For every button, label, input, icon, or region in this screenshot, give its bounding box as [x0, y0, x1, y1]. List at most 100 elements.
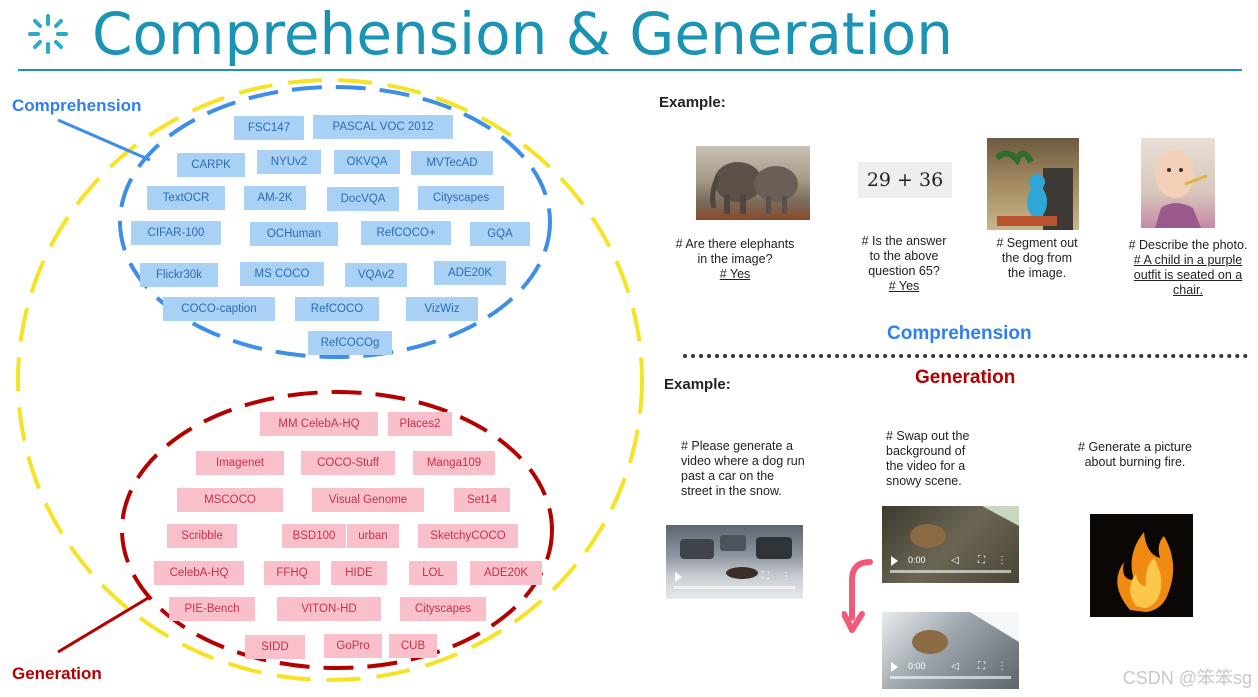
dataset-gqa: GQA: [470, 222, 530, 246]
fullscreen-icon[interactable]: ⛶: [762, 571, 769, 582]
sparkle-icon: [28, 14, 68, 54]
volume-icon[interactable]: ◁: [951, 661, 959, 672]
comp-example-1-caption: # Are there elephants in the image? # Ye…: [660, 237, 810, 282]
video-2-time: 0:00: [908, 555, 926, 565]
video-2-progress[interactable]: [890, 570, 1011, 573]
video-1-progress[interactable]: [674, 586, 795, 589]
dataset-ms-coco: MS COCO: [240, 262, 324, 286]
dataset-viton-hd: VITON-HD: [277, 597, 381, 621]
dataset-scribble: Scribble: [167, 524, 237, 548]
comp-example-4-answer-1: # A child in a purple: [1133, 253, 1243, 267]
generation-label: Generation: [12, 664, 102, 683]
generation-section-title: Generation: [915, 367, 1016, 388]
comp-example-1-line-2: in the image?: [697, 252, 773, 266]
comp-example-4-answer-3: chair.: [1173, 283, 1203, 297]
more-options-icon[interactable]: ⋮: [997, 555, 1007, 566]
generation-pointer: [57, 596, 149, 654]
dataset-gopro: GoPro: [324, 634, 382, 658]
comp-example-1-answer: # Yes: [719, 267, 751, 281]
gen-example-1-line-1: # Please generate a: [681, 439, 793, 453]
dataset-hide: HIDE: [331, 561, 387, 585]
comp-example-4-line-1: # Describe the photo.: [1128, 238, 1248, 252]
dataset-textocr: TextOCR: [147, 186, 225, 210]
math-expression-text: 29 + 36 =: [866, 169, 944, 191]
section-divider: [683, 354, 1248, 358]
comp-example-1-line-1: # Are there elephants: [675, 237, 795, 251]
dataset-lol: LOL: [409, 561, 457, 585]
comp-example-2-line-2: to the above: [869, 249, 939, 263]
video-3-progress[interactable]: [890, 676, 1011, 679]
dataset-sketchycoco: SketchyCOCO: [418, 524, 518, 548]
video-3-controls: 0:00 ◁ ⛶ ⋮: [882, 655, 1019, 689]
gen-example-1-line-3: past a car on the: [681, 469, 775, 483]
fullscreen-icon[interactable]: ⛶: [978, 555, 985, 566]
dataset-okvqa: OKVQA: [334, 150, 400, 174]
dog-toy-photo-icon: [987, 138, 1079, 230]
generation-example-heading: Example:: [664, 376, 731, 393]
fullscreen-icon[interactable]: ⛶: [978, 661, 985, 672]
play-icon[interactable]: [891, 556, 898, 566]
comp-example-2-line-3: question 65?: [868, 264, 940, 278]
snowy-street-video-icon[interactable]: ⛶ ⋮: [666, 525, 803, 599]
gen-example-2-line-1: # Swap out the: [886, 429, 970, 443]
dataset-coco-caption: COCO-caption: [163, 297, 275, 321]
outer-ellipse: [16, 78, 644, 682]
gen-example-1-caption: # Please generate a video where a dog ru…: [681, 439, 831, 499]
comprehension-pointer: [57, 118, 151, 162]
dataset-imagenet: Imagenet: [196, 451, 284, 475]
volume-icon[interactable]: ◁: [951, 555, 959, 566]
comprehension-label: Comprehension: [12, 96, 142, 115]
dataset-nyuv2: NYUv2: [257, 150, 321, 174]
comp-example-3-line-1: # Segment out: [996, 236, 1078, 250]
dataset-cityscapes-gen: Cityscapes: [400, 597, 486, 621]
play-icon[interactable]: [675, 572, 682, 582]
dataset-pascal-voc: PASCAL VOC 2012: [313, 115, 453, 139]
gen-example-1-line-2: video where a dog run: [681, 454, 805, 468]
elephants-photo-icon: [696, 146, 810, 220]
gen-example-2-line-2: background of: [886, 444, 966, 458]
dataset-fsc147: FSC147: [234, 116, 304, 140]
comprehension-ellipse: [118, 85, 552, 359]
comp-example-4-answer-2: outfit is seated on a: [1133, 268, 1243, 282]
dataset-set14: Set14: [454, 488, 510, 512]
comprehension-section-title: Comprehension: [887, 323, 1032, 344]
dataset-ade20k-gen: ADE20K: [470, 561, 542, 585]
gen-example-3-caption: # Generate a picture about burning fire.: [1062, 440, 1208, 470]
watermark: CSDN @笨笨sg: [1122, 668, 1252, 688]
comp-example-3-line-2: the dog from: [1001, 251, 1073, 265]
dog-video-original-icon[interactable]: 0:00 ◁ ⛶ ⋮: [882, 506, 1019, 583]
comp-example-3-caption: # Segment out the dog from the image.: [982, 236, 1092, 281]
gen-example-2-line-4: snowy scene.: [886, 474, 962, 488]
child-eating-photo-icon: [1141, 138, 1215, 228]
dataset-ffhq: FFHQ: [264, 561, 320, 585]
dataset-places2: Places2: [388, 412, 452, 436]
dataset-mvtecad: MVTecAD: [411, 151, 493, 175]
comp-example-3-line-3: the image.: [1007, 266, 1067, 280]
page-title: Comprehension & Generation: [92, 0, 953, 68]
more-options-icon[interactable]: ⋮: [997, 661, 1007, 672]
video-2-controls: 0:00 ◁ ⛶ ⋮: [882, 549, 1019, 583]
gen-example-2-line-3: the video for a: [886, 459, 966, 473]
dataset-docvqa: DocVQA: [327, 187, 399, 211]
dataset-mm-celeba-hq: MM CelebA-HQ: [260, 412, 378, 436]
dataset-celeba-hq: CelebA-HQ: [154, 561, 244, 585]
title-rule: [18, 69, 1242, 71]
comp-example-2-answer: # Yes: [888, 279, 920, 293]
dataset-cub: CUB: [389, 634, 437, 658]
dataset-carpk: CARPK: [177, 153, 245, 177]
dataset-bsd100: BSD100: [282, 524, 346, 548]
dog-video-snowy-icon[interactable]: 0:00 ◁ ⛶ ⋮: [882, 612, 1019, 689]
gen-example-2-caption: # Swap out the background of the video f…: [886, 429, 1016, 489]
dataset-refcoco-plus: RefCOCO+: [361, 221, 451, 245]
dataset-manga109: Manga109: [413, 451, 495, 475]
dataset-coco-stuff: COCO-Stuff: [301, 451, 395, 475]
dataset-refcocog: RefCOCOg: [308, 331, 392, 355]
more-options-icon[interactable]: ⋮: [781, 571, 791, 582]
comprehension-example-heading: Example:: [659, 94, 726, 111]
edit-arrow-icon: [842, 559, 873, 633]
play-icon[interactable]: [891, 662, 898, 672]
dataset-am-2k: AM-2K: [244, 186, 306, 210]
comp-example-2-caption: # Is the answer to the above question 65…: [844, 234, 964, 294]
dataset-cifar-100: CIFAR-100: [131, 221, 221, 245]
